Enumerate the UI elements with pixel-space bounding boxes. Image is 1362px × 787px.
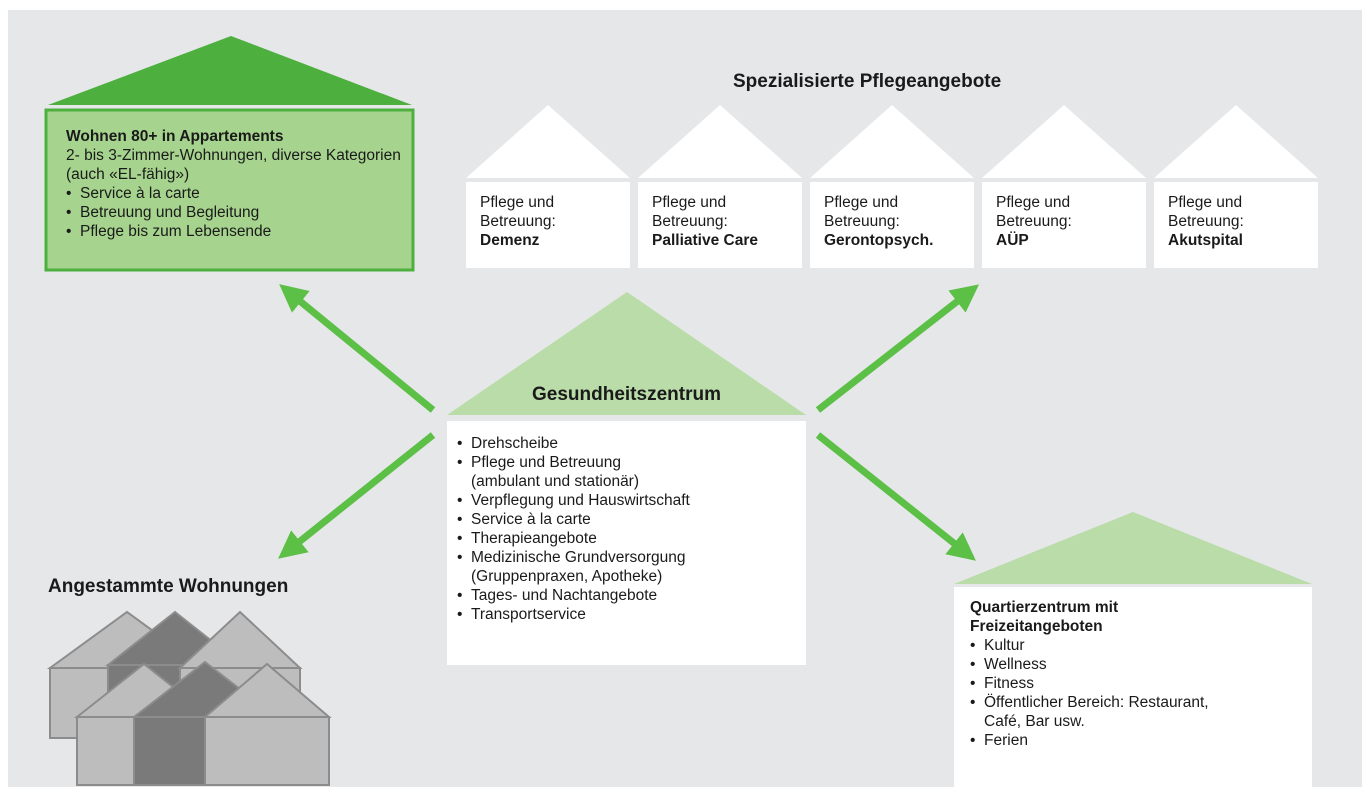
wohnen-item: Betreuung und Begleitung [66, 203, 406, 222]
quartier-title: Quartierzentrum mit [970, 599, 1119, 616]
care-card-focus: Palliative Care [652, 232, 758, 249]
care-card: Pflege und Betreuung: Demenz [466, 182, 630, 268]
center-list: Drehscheibe Pflege und Betreuung (ambula… [457, 434, 797, 624]
care-roof-3 [810, 105, 974, 178]
quartier-item: Ferien [970, 731, 1305, 750]
arrow-to-wohnen [279, 284, 436, 413]
quartier-panel: Quartierzentrum mit Freizeitangeboten Ku… [954, 587, 1312, 787]
care-card-line2: Betreuung: [996, 213, 1072, 230]
wohnen-list: Service à la carte Betreuung und Begleit… [66, 184, 406, 241]
care-card: Pflege und Betreuung: AÜP [982, 182, 1146, 268]
existing-title: Angestammte Wohnungen [48, 576, 289, 597]
care-card-line2: Betreuung: [1168, 213, 1244, 230]
arrow-to-quartier [815, 432, 976, 561]
care-card-line1: Pflege und [824, 194, 899, 211]
care-roof-2 [638, 105, 802, 178]
care-card-focus: Akutspital [1168, 232, 1243, 249]
center-item: Verpflegung und Hauswirtschaft [457, 491, 797, 510]
center-item: Pflege und Betreuung [457, 453, 797, 472]
wohnen-item: Service à la carte [66, 184, 406, 203]
care-roof-1 [466, 105, 630, 178]
center-panel: Drehscheibe Pflege und Betreuung (ambula… [447, 421, 806, 665]
care-card-line2: Betreuung: [824, 213, 900, 230]
care-roof-4 [982, 105, 1146, 178]
arrow-to-special-care [815, 284, 980, 413]
center-item: Drehscheibe [457, 434, 797, 453]
quartier-item: Öffentlicher Bereich: Restaurant, [970, 693, 1305, 712]
special-care-title: Spezialisierte Pflegeangebote [733, 71, 1002, 92]
center-item: Medizinische Grundversorgung [457, 548, 797, 567]
center-title: Gesundheitszentrum [532, 384, 721, 405]
existing-homes-illustration [46, 610, 332, 786]
quartier-item: Fitness [970, 674, 1305, 693]
quartier-item: Kultur [970, 636, 1305, 655]
care-card: Pflege und Betreuung: Akutspital [1154, 182, 1318, 268]
quartier-item-continuation: Café, Bar usw. [984, 713, 1085, 730]
wohnen-text: Wohnen 80+ in Appartements 2- bis 3-Zimm… [66, 127, 406, 241]
center-item: Therapieangebote [457, 529, 797, 548]
care-card-line1: Pflege und [1168, 194, 1243, 211]
quartier-title: Freizeitangeboten [970, 618, 1103, 635]
care-card-line1: Pflege und [652, 194, 727, 211]
quartier-text: Quartierzentrum mit Freizeitangeboten Ku… [970, 598, 1305, 750]
center-item: Service à la carte [457, 510, 797, 529]
care-card-focus: Gerontopsych. [824, 232, 934, 249]
quartier-item: Wellness [970, 655, 1305, 674]
care-card-line1: Pflege und [480, 194, 555, 211]
center-item: Tages- und Nachtangebote [457, 586, 797, 605]
center-item-continuation: (Gruppenpraxen, Apotheke) [471, 568, 663, 585]
care-card-line2: Betreuung: [480, 213, 556, 230]
quartier-roof [954, 512, 1312, 584]
care-card-focus: Demenz [480, 232, 540, 249]
care-card-line2: Betreuung: [652, 213, 728, 230]
wohnen-roof [48, 36, 412, 105]
center-item-continuation: (ambulant und stationär) [471, 473, 640, 490]
center-roof [447, 292, 806, 415]
wohnen-item: Pflege bis zum Lebensende [66, 222, 406, 241]
care-card-line1: Pflege und [996, 194, 1071, 211]
center-item: Transportservice [457, 605, 797, 624]
care-roof-5 [1154, 105, 1318, 178]
arrow-to-existing [278, 432, 436, 559]
wohnen-subtitle: 2- bis 3-Zimmer-Wohnungen, diverse Kateg… [66, 147, 401, 183]
care-card: Pflege und Betreuung: Palliative Care [638, 182, 802, 268]
quartier-list: Kultur Wellness Fitness Öffentlicher Ber… [970, 636, 1305, 750]
care-card-focus: AÜP [996, 232, 1029, 249]
care-card: Pflege und Betreuung: Gerontopsych. [810, 182, 974, 268]
wohnen-title: Wohnen 80+ in Appartements [66, 128, 284, 145]
